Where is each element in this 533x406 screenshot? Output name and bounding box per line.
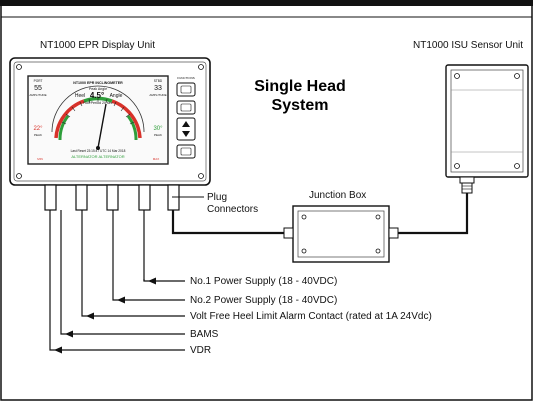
cable-display-to-junction: [171, 210, 284, 235]
function-button-2[interactable]: [176, 100, 196, 115]
screen-right-value: 33: [154, 85, 162, 92]
dial-hub: [96, 146, 100, 150]
screen-roll-period: Roll Period 20 sec: [83, 101, 112, 105]
cables: [171, 193, 469, 235]
arrowhead-bams: [65, 330, 73, 338]
top-strip: [0, 0, 533, 6]
connection-label-power-1: No.1 Power Supply (18 - 40VDC): [190, 276, 338, 287]
function-button-3-face: [180, 147, 192, 156]
screen-right-side: STBD: [154, 79, 163, 83]
screw: [301, 214, 307, 220]
dial-green-port: [58, 115, 70, 141]
screw: [454, 163, 460, 169]
screw: [16, 64, 22, 70]
screen-min: MIN: [37, 157, 43, 161]
junction-inner-border: [297, 210, 385, 258]
arrowhead-alarm: [86, 312, 94, 320]
sensor-enclosure: [445, 64, 529, 178]
line-vdr: [49, 210, 185, 351]
cable-gland-4: [138, 184, 151, 211]
plug-connectors-line1: Plug: [207, 192, 228, 203]
screen-brand: NT1000 EPR INCLINOMETER: [73, 81, 123, 85]
cable-gland-3: [106, 184, 119, 211]
cable-gland-2: [75, 184, 88, 211]
display-unit: NT1000 EPR INCLINOMETER Peak Angle: [9, 57, 211, 211]
screen-last-reset: Last Reset 23:15:47 UTC 14 Mar 2018: [71, 149, 126, 153]
screen-left-value: 55: [34, 85, 42, 92]
arrowhead-power-1: [148, 277, 156, 285]
screw: [375, 248, 381, 254]
screen-right-peak: PEAK: [154, 133, 162, 137]
dial-red-stbd: [111, 99, 142, 139]
line-alarm: [81, 210, 185, 317]
connection-label-bams: BAMS: [190, 329, 219, 340]
system-title-line2: System: [271, 97, 329, 114]
dial-green-stbd: [126, 115, 138, 141]
screen-left-caption: AMPLITUDE: [29, 93, 46, 97]
screen-right-inner: 30°: [153, 126, 163, 132]
screen-mode: Peak Angle: [89, 87, 107, 91]
function-button-1[interactable]: [176, 82, 196, 97]
arrowhead-power-2: [117, 296, 125, 304]
arrowhead-vdr: [54, 346, 62, 354]
dial-red-port: [54, 99, 85, 139]
screw: [454, 73, 460, 79]
screw: [198, 64, 204, 70]
screw: [16, 173, 22, 179]
connection-lines: [49, 210, 185, 351]
function-button-2-face: [180, 103, 192, 112]
sensor-gland-body: [461, 182, 473, 194]
line-power-1: [143, 210, 185, 282]
screen-left-side: PORT: [34, 79, 43, 83]
junction-box: [283, 205, 399, 263]
sensor-gland-nut: [459, 176, 475, 184]
junction-gland-left: [283, 227, 294, 239]
screw: [301, 248, 307, 254]
junction-gland-right: [388, 227, 399, 239]
line-bams: [60, 210, 185, 335]
dial-needle: [97, 103, 107, 149]
screen-footer: ALTERNATOR ALTERNATOR: [71, 154, 124, 159]
cable-junction-to-sensor: [398, 193, 469, 235]
connection-label-alarm: Volt Free Heel Limit Alarm Contact (rate…: [190, 311, 432, 322]
function-button-1-face: [180, 85, 192, 94]
line-power-2: [112, 210, 185, 301]
cable-gland-1: [44, 184, 57, 211]
screen-reading-unit: Angle: [110, 93, 123, 99]
sensor-unit-label: NT1000 ISU Sensor Unit: [413, 40, 524, 51]
junction-enclosure: [292, 205, 390, 263]
arrow-keypad[interactable]: [176, 117, 196, 141]
display-unit-label: NT1000 EPR Display Unit: [40, 40, 156, 51]
screen-left-inner: 22°: [33, 126, 43, 132]
system-title-line1: Single Head: [254, 78, 346, 95]
screen-left-peak: PEAK: [34, 133, 42, 137]
sensor-unit: [445, 64, 529, 194]
screen-right-caption: AMPLITUDE: [149, 93, 166, 97]
functions-label: FUNCTIONS: [177, 76, 195, 80]
screw: [198, 173, 204, 179]
screen-max: MAX: [153, 157, 160, 161]
screen-reading-value: 4.5°: [90, 91, 104, 100]
screw: [514, 73, 520, 79]
connection-arrowheads: [54, 277, 156, 354]
screw: [375, 214, 381, 220]
plug-connectors-line2: Connectors: [207, 204, 259, 215]
dial-arc-outer: [51, 85, 145, 133]
connection-label-vdr: VDR: [190, 345, 212, 356]
connection-label-power-2: No.2 Power Supply (18 - 40VDC): [190, 295, 338, 306]
dial-ticks: [61, 98, 135, 125]
sensor-inner-border: [450, 69, 524, 173]
display-bezel: [13, 61, 207, 182]
arrow-up-icon[interactable]: [182, 121, 190, 127]
function-button-3[interactable]: [176, 144, 196, 159]
screen-reading-label: Heel: [75, 93, 85, 99]
screw: [514, 163, 520, 169]
junction-box-label: Junction Box: [309, 190, 367, 201]
arrow-down-icon[interactable]: [182, 131, 190, 137]
